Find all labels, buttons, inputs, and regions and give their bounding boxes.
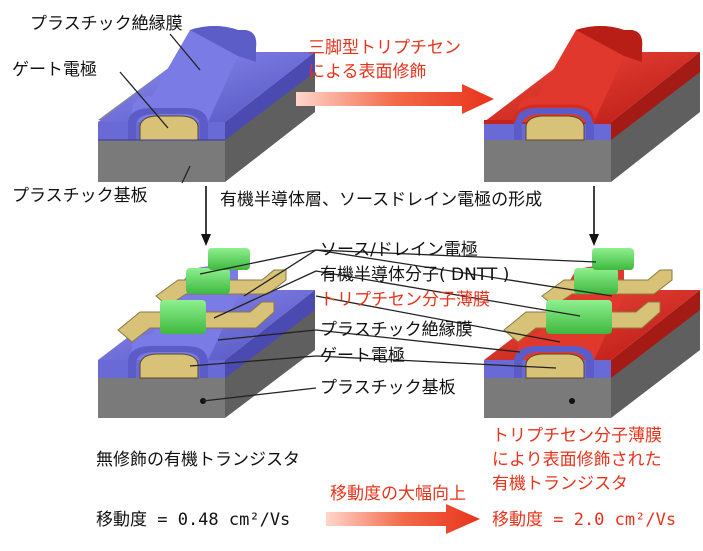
semiconductor-block	[546, 300, 612, 334]
label-semiconductor: 有機半導体分子( DNTT )	[320, 265, 510, 285]
gate-electrode	[525, 115, 585, 141]
semiconductor-block	[160, 300, 206, 334]
bottom-right-device	[484, 248, 700, 418]
label-source-drain: ソース/ドレイン電極	[320, 240, 478, 260]
semiconductor-block	[592, 248, 634, 270]
label-insulator: プラスチック絶縁膜	[320, 320, 473, 340]
gate-electrode	[139, 115, 199, 141]
process-arrows	[201, 186, 599, 246]
label-surface-mod-line2: による表面修飾	[308, 62, 427, 82]
mobility-arrow	[326, 504, 480, 534]
triptycene-side	[611, 290, 700, 378]
mobility-improvement-label: 移動度の大幅向上	[330, 484, 466, 504]
triptycene-ridge	[518, 26, 624, 122]
triptycene-front-edge	[512, 104, 596, 123]
substrate-front	[484, 375, 611, 418]
bottom-left-device	[98, 248, 315, 418]
surface-modification-arrow	[296, 84, 494, 114]
insulator-front-bump	[514, 108, 594, 140]
caption-modified-line3: 有機トランジスタ	[492, 474, 628, 494]
caption-unmodified: 無修飾の有機トランジスタ	[96, 450, 300, 470]
insulator-ridge-cap	[190, 26, 257, 62]
substrate-side	[225, 308, 315, 418]
substrate-side	[611, 308, 700, 418]
substrate-front	[98, 135, 225, 182]
gate-electrode	[525, 353, 585, 379]
insulator-front-bump	[514, 346, 594, 378]
top-left-device	[98, 26, 315, 182]
semiconductor-block	[208, 248, 250, 270]
label-gate-top: ゲート電極	[12, 60, 97, 80]
semiconductor-block	[186, 268, 230, 294]
substrate-side	[225, 67, 315, 182]
top-right-device	[484, 26, 700, 182]
mobility-unmodified: 移動度 = 0.48 cm²/Vs	[96, 510, 291, 530]
label-insulator-top: プラスチック絶縁膜	[30, 14, 183, 34]
insulator-front-bump	[128, 346, 208, 378]
substrate-side	[611, 67, 700, 182]
label-process-step: 有機半導体層、ソースドレイン電極の形成	[220, 190, 543, 210]
label-surface-mod-line1: 三脚型トリプチセン	[308, 38, 461, 58]
leader-lines	[119, 33, 613, 402]
insulator-ridge	[132, 26, 238, 122]
label-triptycene-film: トリプチセン分子薄膜	[320, 290, 490, 310]
caption-modified-line2: により表面修飾された	[492, 450, 662, 470]
label-substrate: プラスチック基板	[320, 378, 456, 398]
gate-electrode	[139, 353, 199, 379]
caption-modified-line1: トリプチセン分子薄膜	[492, 426, 662, 446]
substrate-front	[98, 375, 225, 418]
insulator-side	[225, 290, 315, 378]
triptycene-side	[611, 52, 700, 140]
substrate-front	[484, 135, 611, 182]
triptycene-ridge-cap	[576, 26, 643, 62]
insulator-side	[225, 52, 315, 140]
mobility-modified: 移動度 = 2.0 cm²/Vs	[492, 510, 677, 530]
semiconductor-block	[574, 268, 618, 294]
insulator-front-bump	[128, 108, 208, 140]
label-substrate-top: プラスチック基板	[12, 186, 148, 206]
label-gate: ゲート電極	[320, 346, 405, 366]
